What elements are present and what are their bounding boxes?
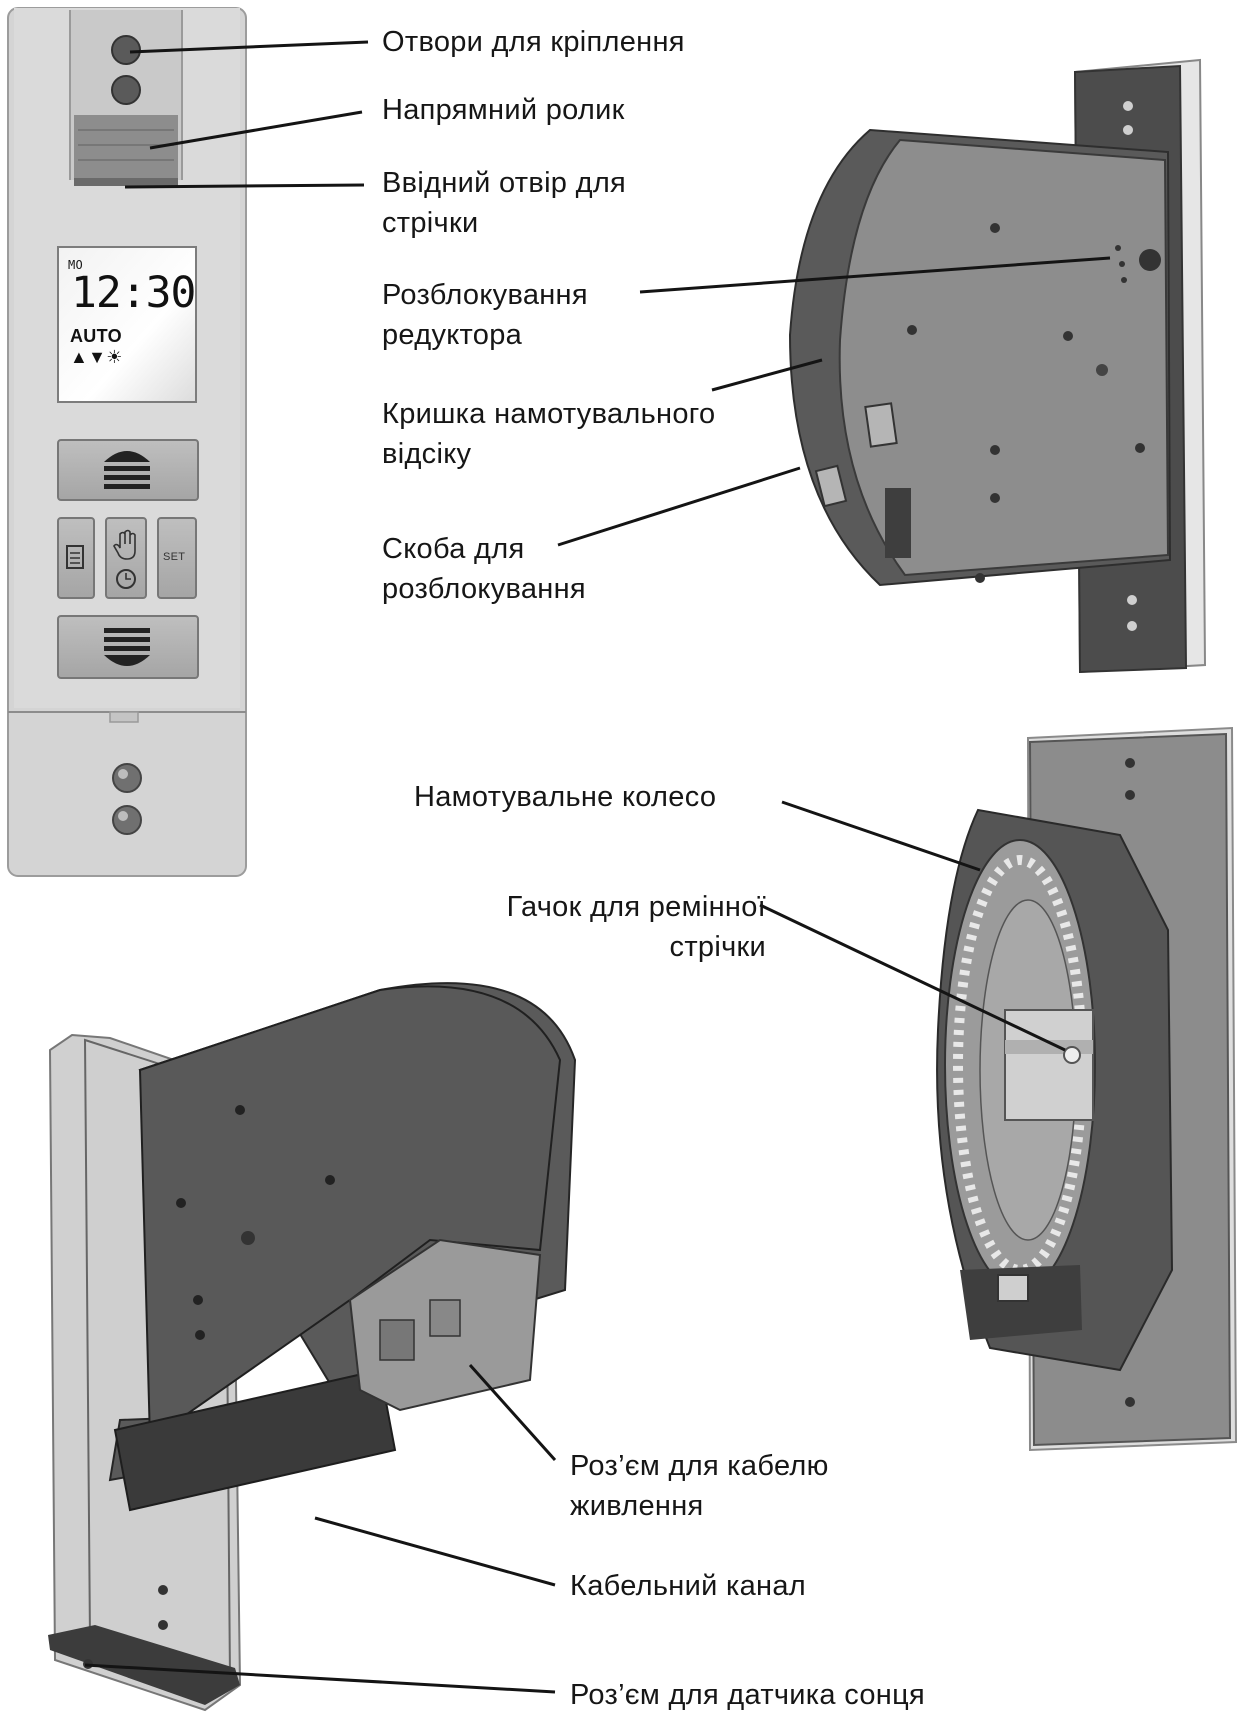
winding-wheel-unit [936,726,1238,1452]
mounting-hole-icon [112,805,142,835]
lcd-time: 12:30 [71,268,196,318]
up-button[interactable] [58,440,198,500]
lcd-status-icons: ▲▼☀ [70,347,123,367]
label-winding-cover: Кришка намотувального відсіку [382,398,716,470]
down-arrow-icon [104,628,150,666]
label-cable-channel: Кабельний канал [570,1570,806,1602]
set-button[interactable]: SET [163,551,186,563]
label-gear-unlock: Розблокування редуктора [382,279,588,351]
down-button[interactable] [58,616,198,678]
lcd-day: MO [68,258,84,272]
clock-icon [116,569,136,589]
side-view-unit [788,58,1207,674]
guide-roller [74,115,178,180]
mounting-hole-icon [112,763,142,793]
front-panel [7,7,247,877]
mounting-hole-icon [111,75,141,105]
lcd-display [57,246,197,403]
label-mounting-holes: Отвори для кріплення [382,26,685,58]
menu-icon [66,545,84,569]
label-guide-roller: Напрямний ролик [382,94,625,126]
manual-timer-button[interactable] [106,518,146,598]
label-winding-wheel: Намотувальне колесо [414,781,717,813]
label-unlock-bracket: Скоба для розблокування [382,533,586,605]
leader-lines [84,40,1111,1694]
lcd-mode: AUTO [70,326,122,346]
label-power-connector: Роз’єм для кабелю живлення [570,1450,829,1522]
label-strap-inlet: Ввідний отвір для стрічки [382,167,627,239]
up-arrow-icon [104,451,150,489]
label-strap-hook: Гачок для ремінної стрічки [506,891,766,963]
rear-view-unit [48,982,577,1712]
hand-icon [113,529,136,560]
mounting-hole-icon [111,35,141,65]
menu-button[interactable] [58,518,94,598]
label-sun-sensor-connector: Роз’єм для датчика сонця [570,1679,926,1711]
